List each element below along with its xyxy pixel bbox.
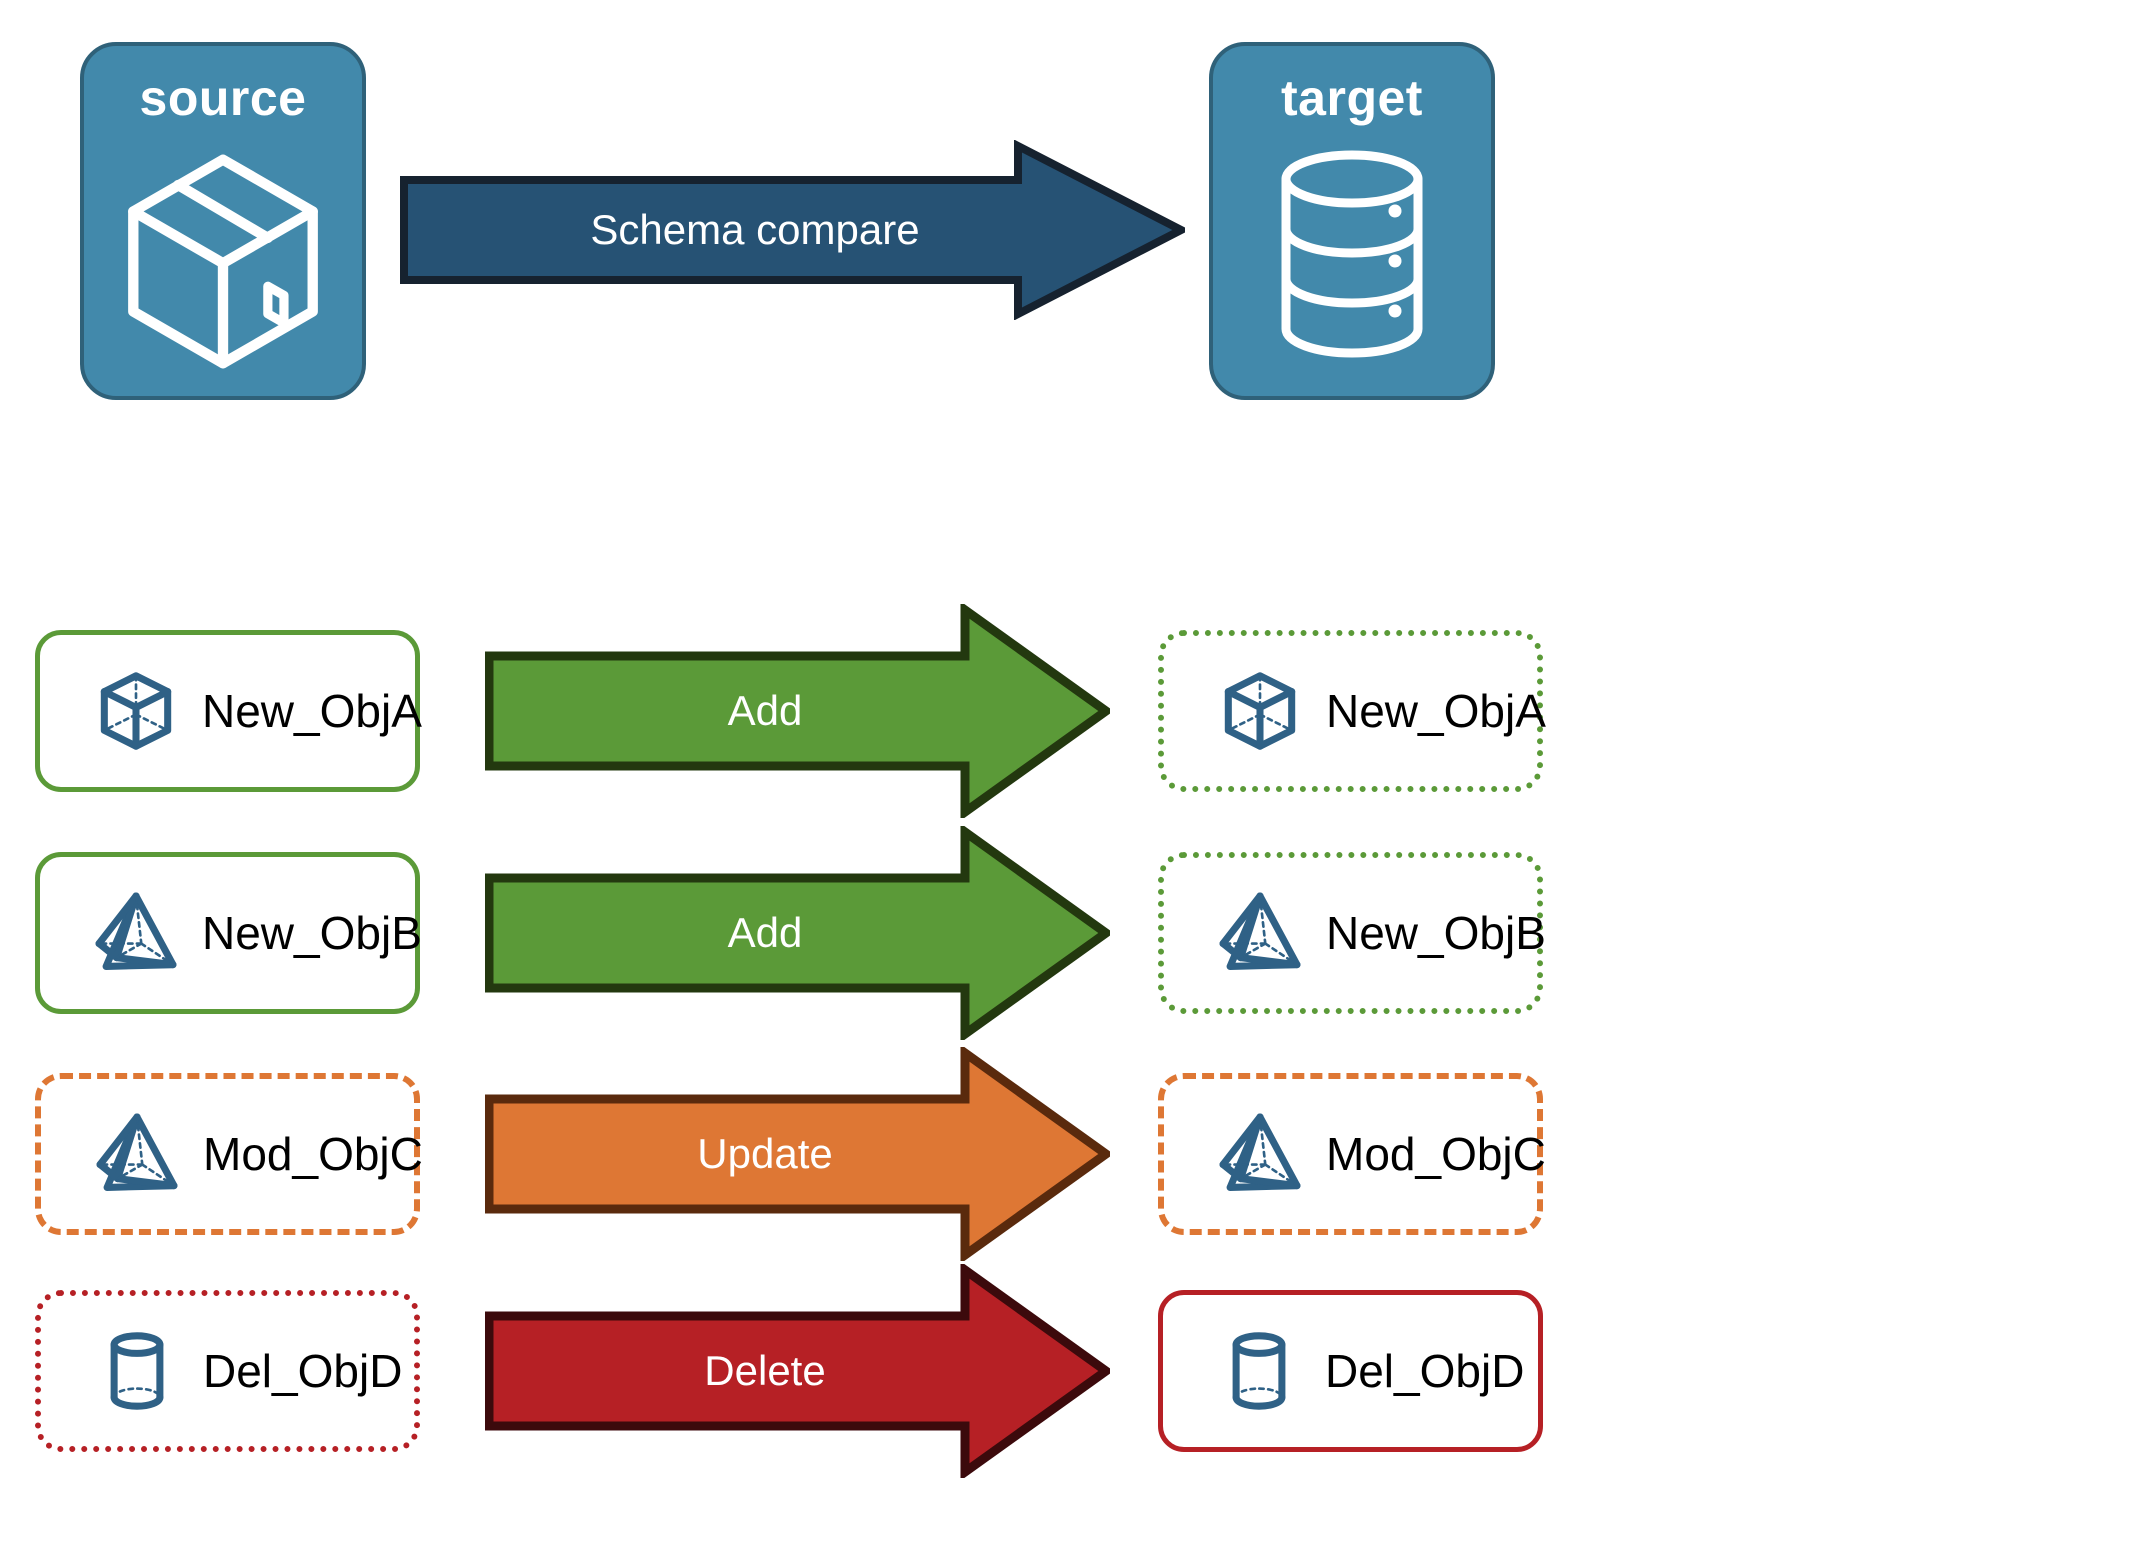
wireframe-pyramid-icon (1216, 1110, 1304, 1198)
source-object-card[interactable]: Mod_ObjC (35, 1073, 423, 1235)
schema-compare-arrow (400, 139, 1190, 321)
target-object-label: New_ObjB (1326, 907, 1546, 959)
source-object-label: New_ObjA (202, 685, 422, 737)
object-row: Del_ObjD Delete (0, 1261, 2150, 1481)
source-endpoint-label: source (139, 70, 307, 126)
wireframe-pyramid-icon (1216, 889, 1304, 977)
object-row: New_ObjB Add (0, 823, 2150, 1043)
object-row: Mod_ObjC Update (0, 1044, 2150, 1264)
target-endpoint-label: target (1281, 70, 1423, 126)
wireframe-pyramid-icon (93, 1110, 181, 1198)
source-endpoint-card: source (80, 42, 366, 400)
source-object-label: Mod_ObjC (203, 1128, 423, 1180)
target-object-card[interactable]: Del_ObjD (1158, 1290, 1543, 1452)
wireframe-pyramid-icon (92, 889, 180, 977)
add-action-arrow (484, 823, 1114, 1043)
target-object-label: Del_ObjD (1325, 1345, 1525, 1397)
source-object-card[interactable]: New_ObjB (35, 852, 422, 1014)
target-endpoint-card: target (1209, 42, 1495, 400)
database-cylinder-icon (1237, 139, 1467, 369)
source-object-card[interactable]: New_ObjA (35, 630, 422, 792)
update-action-arrow (484, 1044, 1114, 1264)
wireframe-cylinder-icon (1215, 1327, 1303, 1415)
package-box-icon (108, 139, 338, 369)
target-object-label: Mod_ObjC (1326, 1128, 1546, 1180)
wireframe-cylinder-icon (93, 1327, 181, 1415)
source-object-label: New_ObjB (202, 907, 422, 959)
target-object-label: New_ObjA (1326, 685, 1546, 737)
wireframe-cube-icon (92, 667, 180, 755)
target-object-card[interactable]: New_ObjB (1158, 852, 1546, 1014)
object-row: New_ObjA Add (0, 601, 2150, 821)
target-object-card[interactable]: Mod_ObjC (1158, 1073, 1546, 1235)
source-object-card[interactable]: Del_ObjD (35, 1290, 420, 1452)
source-object-label: Del_ObjD (203, 1345, 403, 1397)
target-object-card[interactable]: New_ObjA (1158, 630, 1546, 792)
wireframe-cube-icon (1216, 667, 1304, 755)
delete-action-arrow (484, 1261, 1114, 1481)
add-action-arrow (484, 601, 1114, 821)
